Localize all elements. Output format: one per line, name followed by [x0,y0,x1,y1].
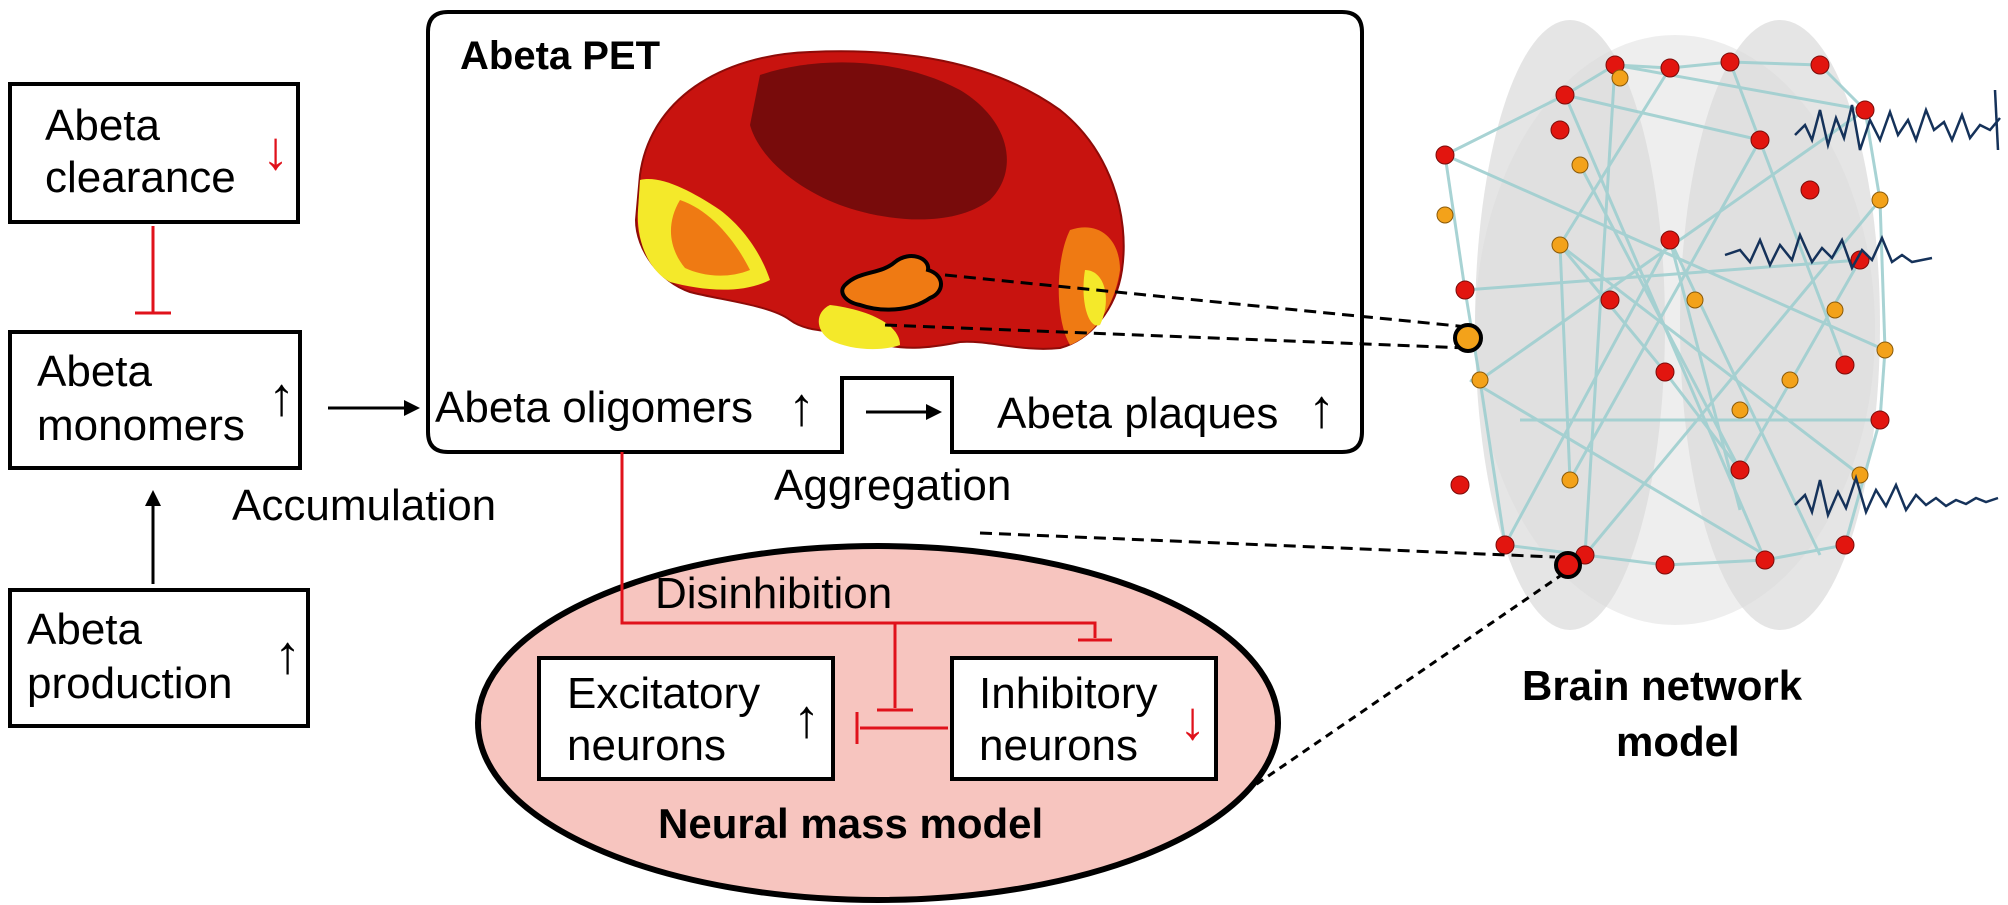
network-node-highlight-nmm [1554,551,1582,579]
abeta-production-line1: Abeta [27,605,142,654]
network-node-highlight-roi [1453,323,1483,353]
aggregation-label: Aggregation [774,461,1012,510]
abeta-plaques-label: Abeta plaques [997,389,1279,438]
excitatory-line1: Excitatory [567,669,761,718]
abeta-production-line2: production [27,659,233,708]
abeta-monomers-line1: Abeta [37,347,152,396]
nmm-dashed-line-lower [1244,574,1561,794]
inhibitory-neurons-box: Inhibitory neurons ↓ [950,656,1218,781]
neural-mass-ellipse [475,543,1281,903]
roi-dashed-line-upper [944,273,1469,329]
aggregation-arrow-head [926,404,942,420]
pet-panel-title: Abeta PET [460,34,661,78]
inhibitory-down-arrow-icon: ↓ [1179,691,1206,751]
disinhibition-label: Disinhibition [655,569,893,618]
monomers-up-arrow-icon: ↑ [268,367,295,427]
brain-network-model-line2: model [1616,718,1740,765]
abeta-oligomers-label: Abeta oligomers [435,383,753,432]
plaques-up-arrow-icon: ↑ [1308,379,1335,439]
excitatory-neurons-box: Excitatory neurons ↑ [537,656,835,781]
abeta-clearance-line1: Abeta [45,101,160,150]
abeta-production-box: Abeta production ↑ [8,588,310,728]
excitatory-up-arrow-icon: ↑ [793,689,820,749]
nmm-dashed-line-upper [979,531,1556,559]
inhibitory-line1: Inhibitory [979,669,1158,718]
abeta-clearance-box: Abeta clearance ↓ [8,82,300,224]
oligomers-up-arrow-icon: ↑ [788,377,815,437]
abeta-monomers-line2: monomers [37,401,245,450]
brain-network-model-line1: Brain network [1522,662,1803,709]
clearance-down-arrow-icon: ↓ [262,121,289,181]
disinhibition-pathway [620,452,1112,744]
abeta-clearance-line2: clearance [45,153,236,202]
inhibitory-line2: neurons [979,721,1139,770]
roi-dashed-line-lower [884,323,1469,350]
abeta-monomers-box: Abeta monomers ↑ [8,330,302,470]
production-up-arrow-icon: ↑ [274,625,301,685]
neural-mass-model-title: Neural mass model [658,800,1044,847]
excitatory-line2: neurons [567,721,727,770]
pet-brain-roi-outline [840,254,943,312]
pet-brain-image [634,50,1125,350]
accumulation-arrow-head [404,400,420,416]
production-arrow-head [145,490,161,506]
brain-network-image [1435,20,2001,630]
accumulation-label: Accumulation [232,481,497,530]
